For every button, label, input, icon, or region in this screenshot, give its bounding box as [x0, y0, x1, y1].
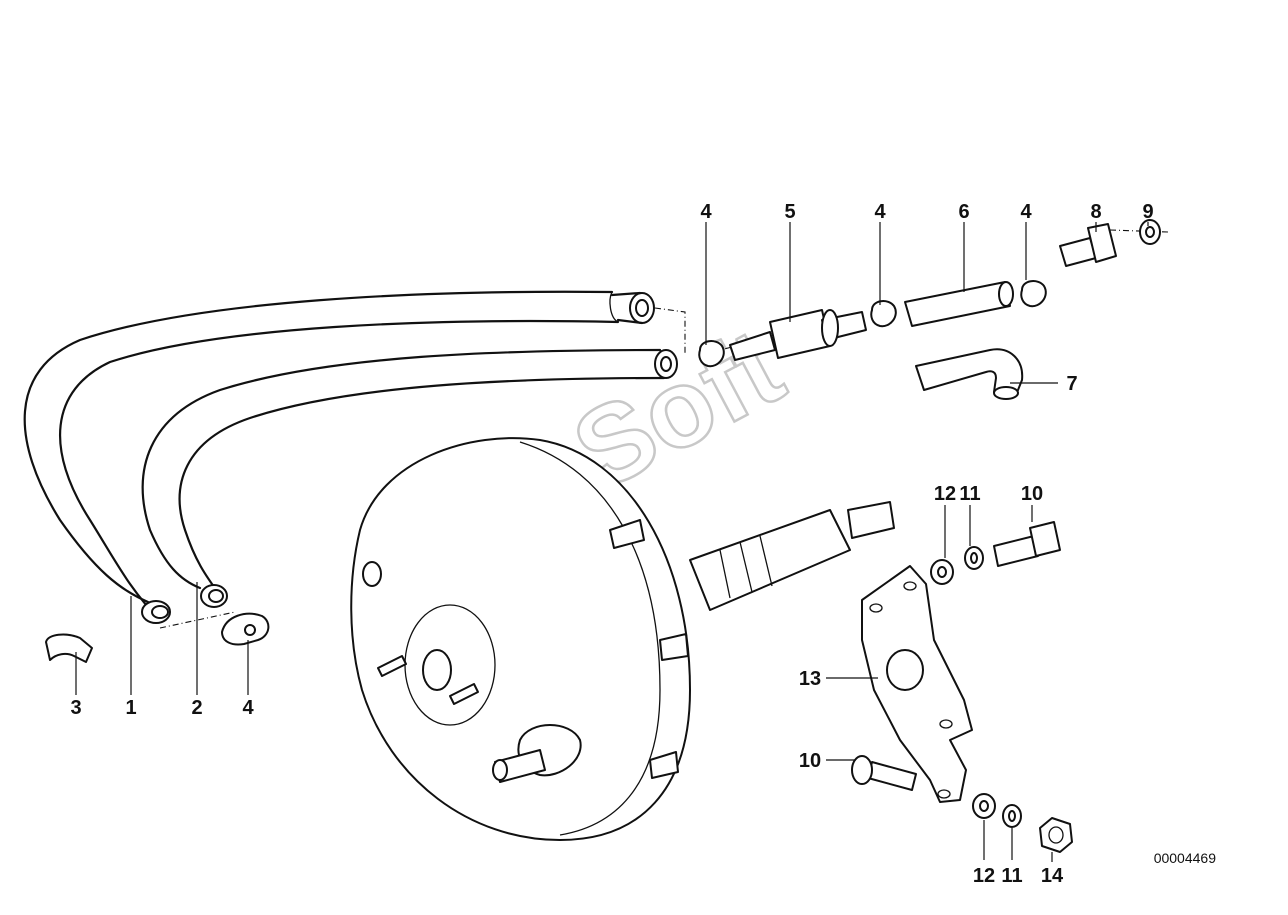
callout-4-clamp-left: 4 — [242, 697, 254, 719]
callout-11-lower: 11 — [1001, 865, 1022, 887]
callout-7: 7 — [1066, 373, 1077, 395]
washer-9 — [1139, 219, 1161, 245]
washer-11-upper — [964, 546, 984, 570]
callout-2: 2 — [191, 697, 202, 719]
hose-6 — [904, 281, 1014, 327]
callout-11-upper: 11 — [959, 483, 980, 505]
diagram-id-label: 00004469 — [1154, 850, 1217, 866]
hose-2 — [141, 348, 678, 608]
callout-13: 13 — [799, 668, 821, 690]
washer-12-upper — [930, 559, 954, 585]
washer-12-lower — [972, 793, 996, 819]
callout-12-upper: 12 — [934, 483, 956, 505]
check-valve-5 — [729, 309, 867, 361]
callout-14: 14 — [1041, 865, 1064, 887]
hose-clamp-top-a — [698, 340, 725, 368]
washer-11-lower — [1002, 804, 1022, 828]
hose-1 — [23, 290, 655, 624]
callout-9: 9 — [1142, 201, 1153, 223]
bolt-10-lower — [851, 755, 917, 791]
callout-12-lower: 12 — [973, 865, 995, 887]
bracket-13 — [861, 565, 973, 803]
hose-clamp-top-c — [1020, 280, 1047, 308]
callout-3: 3 — [70, 697, 81, 719]
callout-4-clamp-c: 4 — [1020, 201, 1032, 223]
brake-booster — [350, 437, 895, 841]
fitting-8 — [1059, 223, 1117, 267]
callout-1: 1 — [125, 697, 136, 719]
callout-4-clamp-b: 4 — [874, 201, 886, 223]
callout-10-lower: 10 — [799, 750, 821, 772]
callout-4-clamp-a: 4 — [700, 201, 712, 223]
callout-10-upper: 10 — [1021, 483, 1043, 505]
callout-8: 8 — [1090, 201, 1101, 223]
leader-lines — [75, 222, 1149, 862]
callout-6: 6 — [958, 201, 969, 223]
hose-clamp-left — [221, 612, 270, 646]
bolt-10-upper — [993, 521, 1061, 567]
hose-clamp-top-b — [870, 300, 897, 328]
elbow-hose-7 — [915, 348, 1024, 400]
callout-labels: 1 2 3 4 4 4 4 5 6 7 8 9 10 10 11 11 12 1… — [70, 201, 1153, 887]
nut-14 — [1039, 817, 1073, 853]
callout-5: 5 — [784, 201, 795, 223]
clip-3 — [45, 633, 93, 663]
